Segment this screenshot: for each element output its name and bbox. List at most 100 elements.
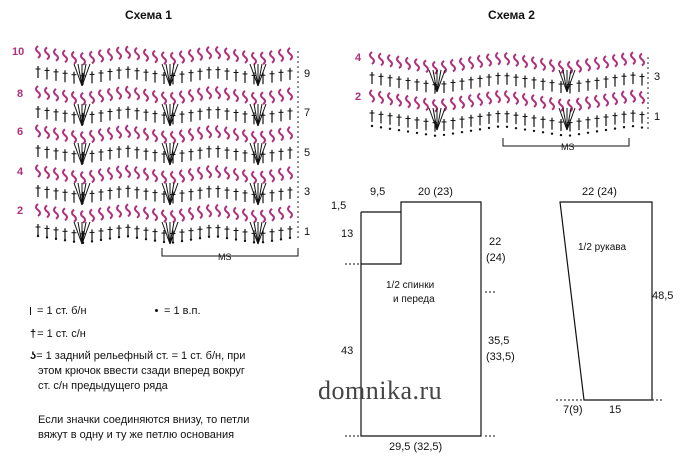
scheme2-relief-stitch	[369, 89, 375, 103]
scheme2-chain-dot	[451, 132, 455, 135]
scheme1-relief-stitch	[134, 204, 140, 219]
scheme2-chain-dot	[442, 133, 446, 137]
scheme1-edge-dot	[297, 106, 299, 108]
scheme2-chain-dot	[622, 126, 626, 129]
scheme1-relief-stitch	[269, 207, 275, 222]
scheme1-relief-stitch	[170, 170, 176, 185]
scheme2-relief-stitch	[630, 89, 636, 103]
scheme1-relief-stitch	[71, 208, 77, 223]
scheme1-relief-stitch	[89, 50, 95, 65]
scheme1-fan	[169, 221, 179, 245]
scheme1-fan	[169, 63, 175, 87]
scheme1-relief-stitch	[89, 90, 95, 105]
scheme1-relief-stitch	[269, 49, 275, 64]
scheme1-relief-stitch	[152, 49, 158, 64]
scheme1-fan	[257, 142, 263, 166]
ch-symbol-icon	[155, 309, 158, 312]
scheme1-fan	[73, 221, 83, 245]
scheme1-fan	[81, 142, 91, 166]
scheme1-chain-dot	[198, 237, 202, 240]
scheme1-edge-dot	[297, 51, 299, 53]
scheme1-chain-dot	[126, 235, 130, 238]
scheme1-relief-stitch	[116, 165, 122, 179]
body-outline	[360, 201, 482, 437]
scheme1-edge-dot	[297, 171, 299, 173]
scheme2-chain-dot	[478, 128, 482, 131]
scheme2-relief-stitch	[495, 89, 501, 104]
scheme1-relief-stitch	[188, 48, 194, 63]
scheme1-relief-stitch	[44, 46, 50, 61]
sleeve-bottom: 15	[609, 404, 622, 416]
scheme1-relief-stitch	[152, 128, 158, 143]
scheme2-relief-stitch	[576, 97, 582, 111]
scheme2-relief-stitch	[513, 53, 519, 67]
scheme1-relief-stitch	[134, 125, 140, 140]
scheme1-relief-stitch	[251, 170, 257, 185]
scheme2-relief-stitch	[558, 98, 564, 112]
body-armhole-2: (24)	[486, 252, 506, 264]
scheme2-relief-stitch	[567, 60, 573, 75]
scheme1-edge-dot	[297, 151, 299, 153]
scheme2-chain-dot	[640, 126, 644, 129]
scheme1-relief-stitch	[233, 167, 239, 182]
scheme2-chain-dot	[406, 130, 410, 133]
scheme2-relief-stitch	[468, 55, 474, 70]
scheme1-relief-stitch	[98, 128, 104, 142]
scheme2-chain-dot	[586, 131, 590, 134]
legend-relief-line3: ст. с/н предыдущего ряда	[38, 380, 168, 392]
scheme1-fan	[73, 103, 83, 127]
scheme2-chain-dot	[505, 125, 509, 128]
scheme1-chain-dot	[261, 241, 265, 244]
scheme2-relief-stitch	[396, 55, 402, 69]
scheme1-relief-stitch	[224, 87, 230, 101]
scheme1-chain-dot	[189, 238, 193, 241]
scheme2-relief-stitch	[621, 90, 627, 105]
scheme1-fan	[169, 142, 179, 166]
scheme1-relief-stitch	[260, 91, 266, 106]
sleeve-bottom-left: 7(9)	[563, 404, 583, 416]
scheme2-title: Схема 2	[488, 8, 535, 22]
scheme2-relief-stitch	[513, 91, 519, 105]
scheme2-ms-label: MS	[561, 142, 575, 152]
body-neck: 20 (23)	[418, 186, 453, 198]
legend-dc: †= 1 ст. с/н	[30, 327, 86, 342]
scheme1-fan	[257, 103, 263, 127]
legend-relief-line2: этом крючок ввести сзади вперед вокруг	[38, 365, 245, 377]
scheme1-edge-dot	[297, 66, 299, 68]
scheme1-relief-stitch	[35, 203, 41, 217]
scheme1-fan	[169, 142, 175, 166]
scheme1-relief-stitch	[35, 164, 41, 178]
scheme1-relief-stitch	[53, 127, 59, 141]
scheme2-chain-dot	[559, 133, 563, 137]
scheme2-relief-stitch	[423, 97, 429, 112]
scheme1-chain-dot	[99, 238, 103, 242]
scheme1-fan	[77, 182, 83, 206]
scheme1-fan	[81, 142, 87, 166]
scheme1-edge-dot	[297, 226, 299, 228]
scheme1-edge-dot	[297, 131, 299, 133]
scheme1-row-6: 6	[17, 126, 24, 138]
scheme2-chain-dot	[433, 134, 437, 137]
scheme2-relief-stitch	[423, 59, 429, 74]
scheme1-edge-dot	[297, 221, 299, 223]
scheme1-relief-stitch	[224, 166, 230, 180]
scheme2-relief-stitch	[531, 94, 537, 108]
scheme1-relief-stitch	[53, 206, 59, 220]
scheme2-edge-dot	[647, 112, 649, 114]
scheme2-chain-dot	[523, 128, 527, 131]
scheme2-chain-dot	[496, 125, 500, 128]
scheme2-relief-stitch	[540, 57, 546, 72]
scheme2-relief-stitch	[531, 56, 537, 70]
scheme2-relief-stitch	[450, 96, 456, 111]
scheme1-edge-dot	[297, 231, 299, 233]
sleeve-length: 48,5	[652, 290, 674, 302]
scheme2-chain-dot	[613, 127, 617, 130]
scheme1-fan	[257, 221, 263, 245]
scheme1-relief-stitch	[71, 169, 77, 184]
scheme1-relief-stitch	[215, 124, 221, 139]
scheme1-relief-stitch	[215, 45, 221, 60]
scheme2-relief-stitch	[504, 51, 510, 66]
scheme2-fan	[566, 69, 576, 93]
scheme1-fan	[77, 221, 83, 245]
scheme2-fan	[428, 69, 438, 93]
